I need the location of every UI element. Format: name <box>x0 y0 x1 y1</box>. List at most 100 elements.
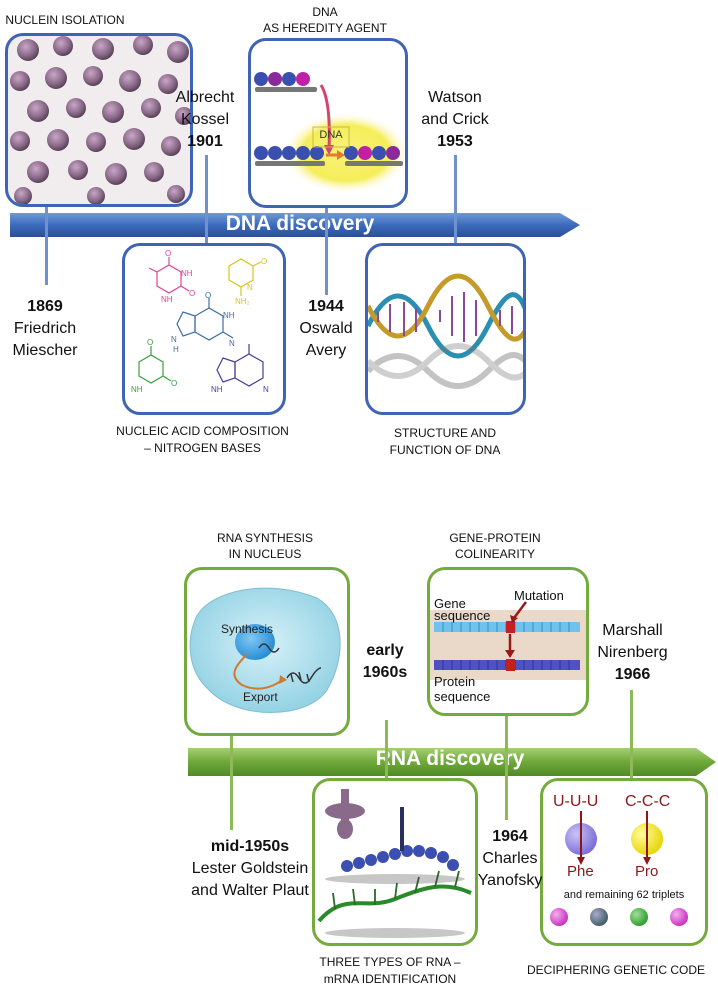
avery-connector <box>325 205 328 295</box>
base-label-o4: O <box>205 291 211 300</box>
codon-ccc-label: C-C-C <box>625 793 671 810</box>
nirenberg-name1: Marshall <box>602 622 663 639</box>
code-caption: DECIPHERING GENETIC CODE <box>526 963 706 977</box>
base-label-nh2: NH <box>161 295 173 304</box>
miescher-year: 1869 <box>27 298 63 315</box>
base-label-nh1: NH <box>181 269 193 278</box>
base-label-n1: N <box>171 335 177 344</box>
structure-box <box>365 243 526 415</box>
protein-label-line1: Protein <box>434 674 476 689</box>
mutation-label: Mutation <box>514 588 564 603</box>
miescher-name2: Miescher <box>12 342 78 359</box>
base-label-n2: N <box>229 339 235 348</box>
rna-bar-label: RNA discovery <box>375 747 525 770</box>
colinearity-caption-line1: GENE-PROTEIN <box>449 531 541 545</box>
nucleus-illustration <box>189 587 341 713</box>
heredity-illustration <box>254 72 405 193</box>
nirenberg-event: Marshall Nirenberg 1966 <box>590 620 675 686</box>
structure-caption-line2: FUNCTION OF DNA <box>389 443 501 457</box>
colinearity-box: Mutation Gene sequence Protein sequence <box>427 567 589 716</box>
nirenberg-year: 1966 <box>614 666 651 683</box>
early-1960s-year2: 1960s <box>362 664 408 681</box>
base-label-n3: N <box>263 385 269 394</box>
kossel-connector <box>205 155 208 265</box>
synthesis-box: Synthesis Export <box>184 567 350 736</box>
bases-box: O NH O NH O N NH₂ O NH N H N O NH O <box>122 243 286 415</box>
yanofsky-event: 1964 Charles Yanofsky <box>470 826 550 892</box>
early-1960s-year1: early <box>366 642 404 659</box>
kossel-name2: Kossel <box>180 111 230 128</box>
miescher-event: 1869 Friedrich Miescher <box>0 296 90 362</box>
heredity-box: DNA <box>248 38 408 208</box>
yanofsky-name2: Yanofsky <box>477 872 543 889</box>
gene-label-line2: sequence <box>434 608 491 623</box>
gene-label-line1: Gene <box>434 596 466 611</box>
yanofsky-connector <box>505 710 508 820</box>
double-helix-illustration <box>368 273 523 389</box>
rna-timeline-bar <box>188 748 716 776</box>
dna-timeline-bar <box>10 213 580 237</box>
avery-name2: Avery <box>305 342 347 359</box>
three-types-caption-line2: mRNA IDENTIFICATION <box>323 972 457 986</box>
base-label-nh3: N <box>247 283 253 292</box>
remaining-triplets-label: and remaining 62 triplets <box>563 889 685 901</box>
three-types-caption-line1: THREE TYPES OF RNA – <box>319 955 461 969</box>
base-label-o3: O <box>261 257 267 266</box>
avery-name1: Oswald <box>299 320 353 337</box>
structure-caption-line1: STRUCTURE AND <box>393 426 496 440</box>
nitrogen-bases-illustration: O NH O NH O N NH₂ O NH N H N O NH O <box>131 249 269 394</box>
avery-event: 1944 Oswald Avery <box>290 296 362 362</box>
early-1960s-event: early 1960s <box>345 640 425 684</box>
base-label-o1: O <box>165 249 171 258</box>
rna-types-illustration <box>317 789 472 938</box>
base-label-nh4: NH <box>131 385 143 394</box>
nuclein-box <box>5 33 193 207</box>
base-label-o6: O <box>171 379 177 388</box>
watson-crick-event: Watson and Crick 1953 <box>410 87 500 153</box>
aa-pro-label: Pro <box>635 863 659 880</box>
watson-crick-name1: Watson <box>428 89 482 106</box>
nirenberg-name2: Nirenberg <box>597 644 668 661</box>
colinearity-caption-line2: COLINEARITY <box>454 547 535 561</box>
genetic-code-illustration <box>550 811 688 926</box>
miescher-connector <box>45 197 48 285</box>
watson-crick-name2: and Crick <box>421 111 489 128</box>
yanofsky-year: 1964 <box>492 828 528 845</box>
synthesis-caption-line1: RNA SYNTHESIS <box>216 531 314 545</box>
genetic-code-box: U-U-U C-C-C Phe Pro and remaining 62 tri… <box>540 778 708 946</box>
goldstein-name1: Lester Goldstein <box>191 860 309 877</box>
goldstein-year: mid-1950s <box>210 838 290 855</box>
watson-crick-year: 1953 <box>437 133 473 150</box>
three-types-box <box>312 778 478 946</box>
yanofsky-name1: Charles <box>482 850 538 867</box>
synthesis-caption-line2: IN NUCLEUS <box>228 547 302 561</box>
base-label-nh2c: NH₂ <box>235 297 250 306</box>
heredity-caption-line2: AS HEREDITY AGENT <box>263 21 387 35</box>
goldstein-connector <box>230 730 233 830</box>
base-label-o5: O <box>147 338 153 347</box>
bases-caption-line1: NUCLEIC ACID COMPOSITION <box>116 424 289 438</box>
synthesis-label: Synthesis <box>221 622 274 636</box>
nuclein-cells-illustration <box>10 36 190 204</box>
base-label-nh5: NH <box>211 385 223 394</box>
kossel-event: Albrecht Kossel 1901 <box>160 87 250 153</box>
goldstein-name2: and Walter Plaut <box>191 882 309 899</box>
bases-caption-line2: – NITROGEN BASES <box>144 441 261 455</box>
base-label-nh2b: NH <box>223 311 235 320</box>
kossel-name1: Albrecht <box>175 89 235 106</box>
kossel-year: 1901 <box>187 133 223 150</box>
export-label: Export <box>243 690 278 704</box>
colinearity-illustration <box>430 601 586 680</box>
nuclein-caption: NUCLEIN ISOLATION <box>5 13 125 27</box>
goldstein-event: mid-1950s Lester Goldstein and Walter Pl… <box>175 836 325 902</box>
nirenberg-connector <box>630 690 633 810</box>
heredity-dna-label: DNA <box>319 129 343 141</box>
aa-phe-label: Phe <box>567 863 594 880</box>
base-label-o2: O <box>189 289 195 298</box>
base-label-h1: H <box>173 345 179 354</box>
codon-uuu-label: U-U-U <box>553 793 599 810</box>
protein-label-line2: sequence <box>434 689 491 704</box>
dna-bar-label: DNA discovery <box>225 212 375 235</box>
watson-crick-connector <box>454 155 457 265</box>
avery-year: 1944 <box>308 298 344 315</box>
